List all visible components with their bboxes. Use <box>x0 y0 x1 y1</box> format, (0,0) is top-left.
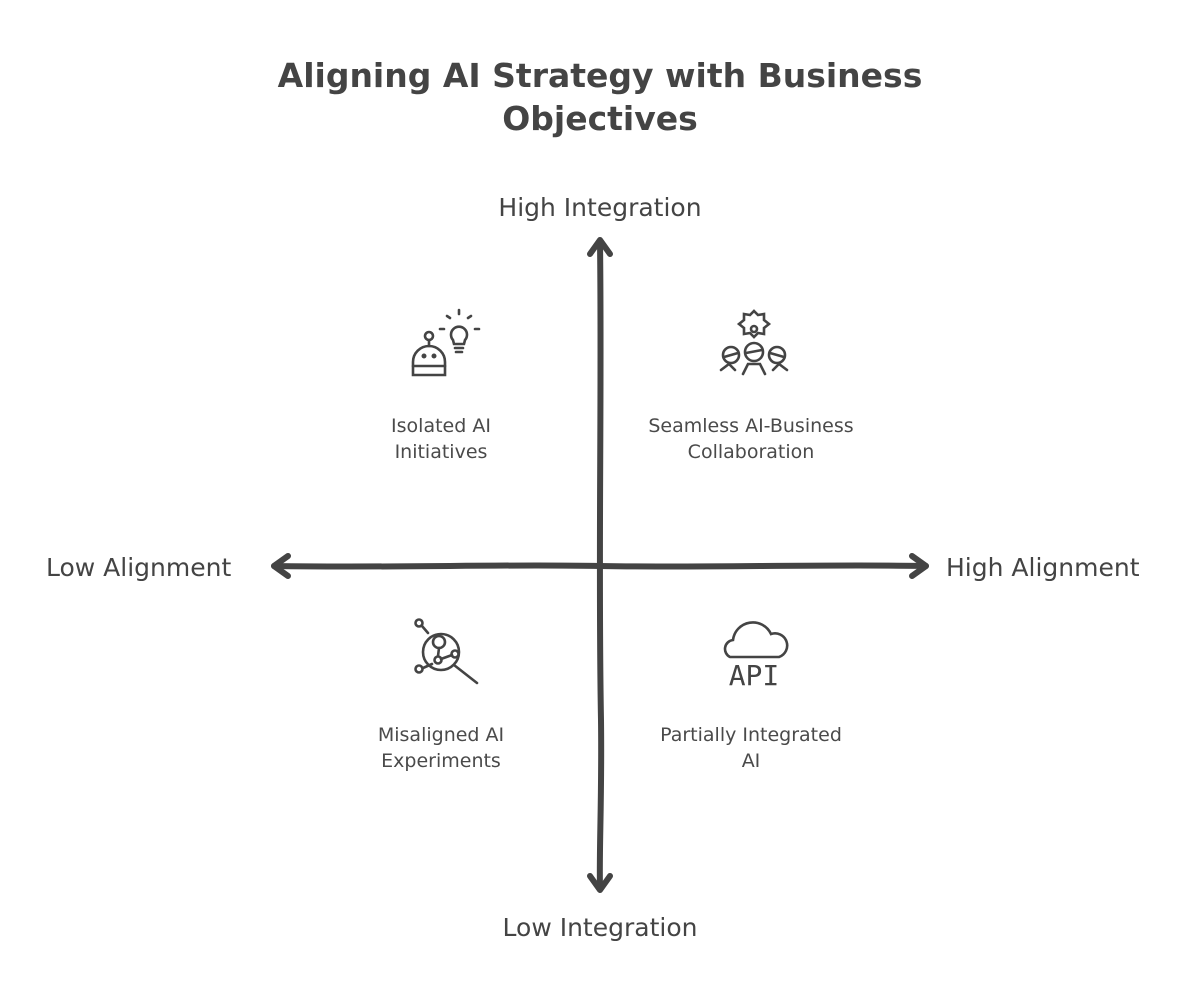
quadrant-bottom-left-label: Misaligned AI Experiments <box>291 722 591 774</box>
cloud-api-icon <box>723 621 789 659</box>
robot-lightbulb-icon <box>411 308 481 377</box>
label-line-1: Seamless AI-Business <box>648 415 854 437</box>
axis-label-high-alignment: High Alignment <box>946 553 1140 582</box>
label-line-2: Experiments <box>381 750 501 772</box>
magnifier-network-icon <box>414 618 479 685</box>
quadrant-bottom-right-label: Partially Integrated AI <box>601 722 901 774</box>
arrow-right-icon <box>909 553 929 579</box>
label-line-1: Misaligned AI <box>377 724 505 746</box>
axis-label-low-alignment: Low Alignment <box>46 553 232 582</box>
label-line-2: Initiatives <box>394 441 488 463</box>
axis-label-low-integration: Low Integration <box>502 913 698 942</box>
horizontal-axis <box>271 562 929 570</box>
vertical-axis <box>596 239 605 891</box>
api-icon-text: API <box>729 659 780 692</box>
arrow-left-icon <box>271 553 291 579</box>
quadrant-top-left-label: Isolated AI Initiatives <box>291 413 591 465</box>
axis-label-high-integration: High Integration <box>498 193 702 222</box>
label-line-1: Isolated AI <box>391 415 491 437</box>
arrow-down-icon <box>587 873 613 893</box>
label-line-2: AI <box>741 750 761 772</box>
quadrant-top-right-label: Seamless AI-Business Collaboration <box>601 413 901 465</box>
title-line-1: Aligning AI Strategy with Business <box>277 56 923 95</box>
team-gear-icon <box>719 309 789 376</box>
title-line-2: Objectives <box>502 99 698 138</box>
diagram-title: Aligning AI Strategy with Business Objec… <box>0 54 1200 140</box>
arrow-up-icon <box>587 237 613 257</box>
label-line-1: Partially Integrated <box>660 724 842 746</box>
label-line-2: Collaboration <box>687 441 815 463</box>
